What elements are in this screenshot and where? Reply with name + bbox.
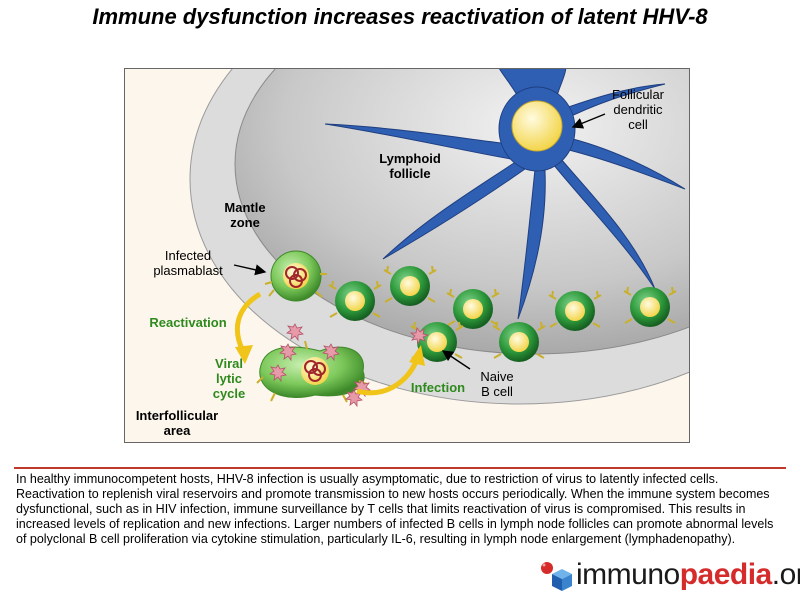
- diagram-graphic: [189, 69, 689, 408]
- reactivation-label: Reactivation: [149, 315, 227, 330]
- naive-label-line: Naive: [480, 369, 514, 384]
- plasmablast-label: Infected plasmablast: [143, 248, 233, 278]
- naive-b-cell: [383, 265, 437, 306]
- mantle-label: Mantle zone: [215, 200, 275, 230]
- mantle-label-line: zone: [230, 215, 260, 230]
- lytic-cell: [256, 340, 368, 403]
- logo-cube-icon: [541, 562, 572, 591]
- fdc-pointer: [571, 113, 606, 129]
- naive-b-cell: [328, 280, 382, 321]
- follicular-dendritic-cell: [324, 69, 686, 320]
- follicle-label-line: Lymphoid: [379, 151, 441, 166]
- lytic-label-line: cycle: [212, 386, 246, 401]
- caption-divider: [14, 467, 786, 469]
- naive-label-line: B cell: [481, 384, 513, 399]
- plasmablast-label-line: plasmablast: [153, 263, 223, 278]
- fdc-label-line: cell: [628, 117, 648, 132]
- interfollicular-label-line: Interfollicular: [135, 408, 219, 423]
- fdc-label-line: Follicular: [611, 87, 664, 102]
- fdc-label: Follicular dendritic cell: [603, 87, 673, 132]
- mantle-label-line: Mantle: [224, 200, 266, 215]
- naive-b-cell: [548, 290, 602, 331]
- follicle-label: Lymphoid follicle: [370, 151, 450, 181]
- fdc-label-line: dendritic: [613, 102, 663, 117]
- plasmablast-pointer: [233, 264, 267, 276]
- follicle-label-line: follicle: [389, 166, 431, 181]
- interfollicular-label: Interfollicular area: [127, 408, 227, 438]
- interfollicular-label-line: area: [163, 423, 191, 438]
- naive-b-cells: [328, 265, 677, 362]
- lytic-label-line: Viral: [215, 356, 243, 371]
- infection-arrow: [356, 345, 425, 396]
- caption-text: In healthy immunocompetent hosts, HHV-8 …: [16, 472, 774, 546]
- naive-b-cell-label: Naive B cell: [469, 369, 525, 399]
- diagram-panel: Follicular dendritic cell Lymphoid folli…: [124, 68, 690, 443]
- reactivation-arrow: [234, 291, 262, 364]
- logo-part-org: .org: [771, 558, 800, 591]
- naive-b-cell: [623, 286, 677, 327]
- infected-plasmablast: [264, 250, 327, 302]
- virions: [269, 323, 371, 408]
- naive-b-cell-pointer: [441, 350, 471, 370]
- lytic-label: Viral lytic cycle: [201, 356, 257, 401]
- naive-b-cell: [492, 321, 546, 362]
- infection-label: Infection: [410, 380, 466, 395]
- logo-wordmark: immunopaedia.org: [576, 558, 800, 592]
- logo-part-immuno: immuno: [576, 558, 680, 591]
- immunopaedia-logo[interactable]: immunopaedia.org: [538, 556, 800, 596]
- naive-b-cell: [446, 288, 500, 329]
- page-title: Immune dysfunction increases reactivatio…: [92, 4, 708, 29]
- plasmablast-label-line: Infected: [164, 248, 212, 263]
- logo-part-paedia: paedia: [679, 558, 773, 591]
- lytic-label-line: lytic: [215, 371, 242, 386]
